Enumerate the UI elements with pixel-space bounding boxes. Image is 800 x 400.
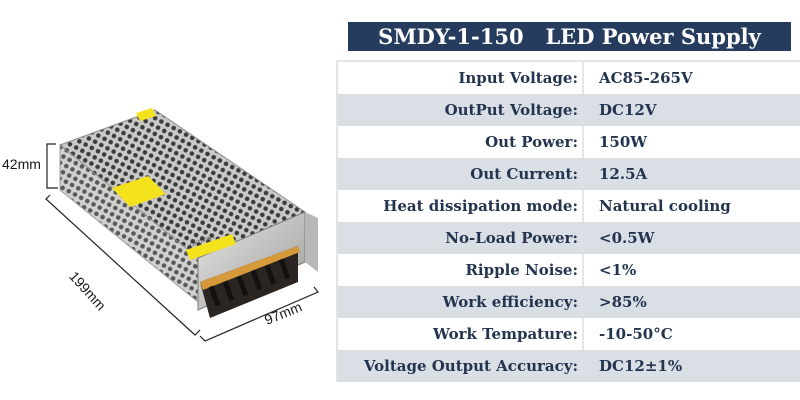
spec-row: OutPut Voltage: DC12V [338, 94, 800, 126]
spec-value: DC12V [599, 101, 657, 119]
spec-row: Voltage Output Accuracy: DC12±1% [338, 350, 800, 382]
product-image: 42mm 199mm 97mm CAUTION ! [0, 0, 335, 400]
spec-value: Natural cooling [599, 197, 731, 215]
power-supply-unit-icon [45, 108, 319, 342]
spec-label: Out Power: [338, 126, 584, 158]
spec-label: Ripple Noise: [338, 254, 584, 286]
spec-row: Work efficiency: >85% [338, 286, 800, 318]
spec-value: <1% [599, 261, 637, 279]
spec-label: Work Tempature: [338, 318, 584, 350]
spec-row: Out Current: 12.5A [338, 158, 800, 190]
spec-value: <0.5W [599, 229, 655, 247]
spec-row: No-Load Power: <0.5W [338, 222, 800, 254]
spec-label: Heat dissipation mode: [338, 190, 584, 222]
spec-value: AC85-265V [599, 69, 693, 87]
spec-label: Voltage Output Accuracy: [338, 350, 584, 382]
product-title: SMDY-1-150 LED Power Supply [348, 22, 791, 51]
spec-label: No-Load Power: [338, 222, 584, 254]
terminal-block [200, 246, 298, 318]
spec-label: Out Current: [338, 158, 584, 190]
height-dimension-label: 42mm [2, 156, 41, 172]
spec-row: Heat dissipation mode: Natural cooling [338, 190, 800, 222]
spec-value: -10-50°C [599, 325, 673, 343]
spec-value: >85% [599, 293, 647, 311]
spec-row: Work Tempature: -10-50°C [338, 318, 800, 350]
spec-row: Ripple Noise: <1% [338, 254, 800, 286]
spec-label: Work efficiency: [338, 286, 584, 318]
label-sticker [112, 176, 166, 207]
spec-value: 150W [599, 133, 648, 151]
spec-table: Input Voltage: AC85-265V OutPut Voltage: DC… [336, 60, 800, 382]
caution-sticker [186, 234, 236, 260]
spec-label: Input Voltage: [338, 62, 584, 94]
dimension-lines [45, 143, 319, 342]
spec-value: DC12±1% [599, 357, 683, 375]
spec-row: Input Voltage: AC85-265V [338, 62, 800, 94]
spec-value: 12.5A [599, 165, 648, 183]
spec-label: OutPut Voltage: [338, 94, 584, 126]
spec-row: Out Power: 150W [338, 126, 800, 158]
